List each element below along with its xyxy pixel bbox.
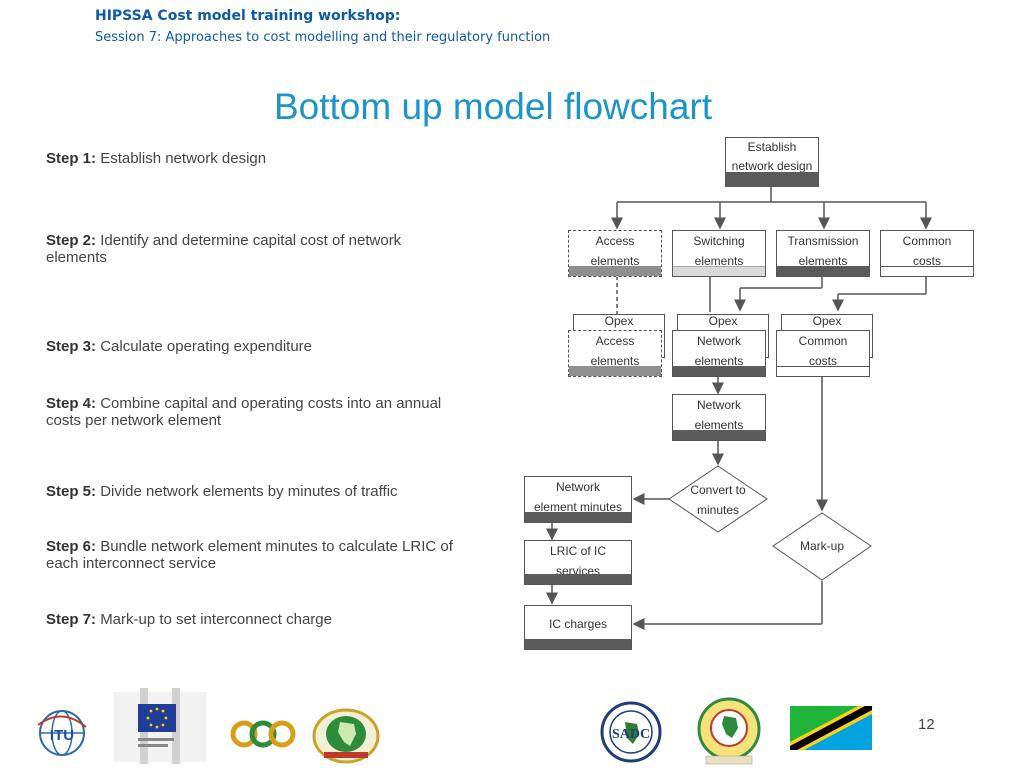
european-commission-logo (114, 688, 206, 764)
decision-mark-up: Mark-up (799, 539, 844, 553)
east-african-community-logo (697, 697, 761, 765)
step-7: Step 7: Mark-up to set interconnect char… (46, 611, 332, 628)
svg-text:ITU: ITU (50, 727, 74, 744)
step-1: Step 1: Establish network design (46, 150, 267, 167)
node-ic-charges: IC charges (524, 605, 632, 650)
workshop-title: HIPSSA Cost model training workshop: (95, 8, 401, 24)
slide-title: Bottom up model flowchart (273, 86, 713, 127)
step-6: Step 6: Bundle network element minutes t… (46, 538, 453, 572)
african-union-logo (312, 708, 380, 764)
acp-logo (230, 720, 296, 748)
tanzania-flag (790, 706, 872, 750)
step-4: Step 4: Combine capital and operating co… (46, 395, 442, 429)
svg-text:SADC: SADC (612, 727, 650, 742)
step-3: Step 3: Calculate operating expenditure (46, 338, 312, 355)
step-2: Step 2: Identify and determine capital c… (46, 232, 402, 266)
sadc-logo: SADC (600, 701, 662, 763)
page-number: 12 (918, 716, 935, 733)
session-title: Session 7: Approaches to cost modelling … (95, 30, 551, 45)
itu-logo: ITU (37, 710, 87, 756)
step-5: Step 5: Divide network elements by minut… (46, 483, 398, 500)
